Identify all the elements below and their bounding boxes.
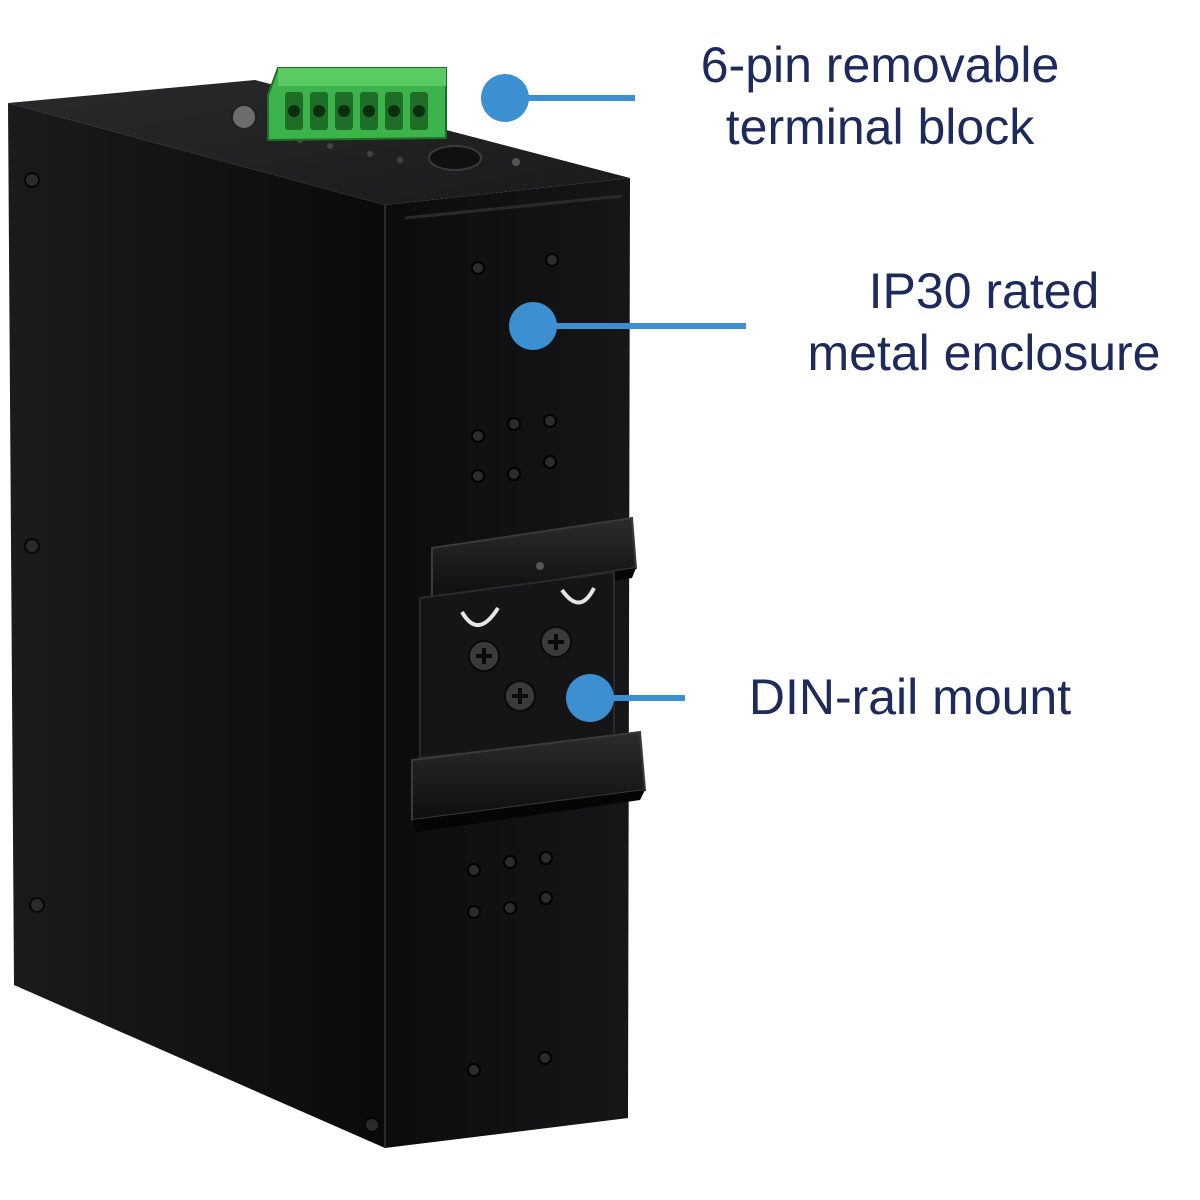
front-panel-holes xyxy=(467,253,559,1077)
enclosure-top-face xyxy=(8,80,630,205)
terminal-block-connector xyxy=(267,67,447,142)
callout-label-din-rail: DIN-rail mount xyxy=(700,666,1120,728)
enclosure-side-panel xyxy=(8,103,385,1148)
callout-line: DIN-rail mount xyxy=(748,669,1072,725)
callout-line: 6-pin removable xyxy=(700,37,1060,93)
callout-marker-enclosure xyxy=(509,302,746,350)
din-rail-clip xyxy=(411,516,647,832)
callout-marker-terminal-block xyxy=(481,74,635,122)
callout-marker-din-rail xyxy=(566,674,685,722)
callout-line: metal enclosure xyxy=(807,325,1161,381)
callout-label-terminal-block: 6-pin removable terminal block xyxy=(645,34,1115,158)
callout-label-enclosure: IP30 rated metal enclosure xyxy=(770,260,1198,384)
callout-line: terminal block xyxy=(725,99,1035,155)
callout-line: IP30 rated xyxy=(868,263,1100,319)
side-screws xyxy=(24,172,380,1133)
